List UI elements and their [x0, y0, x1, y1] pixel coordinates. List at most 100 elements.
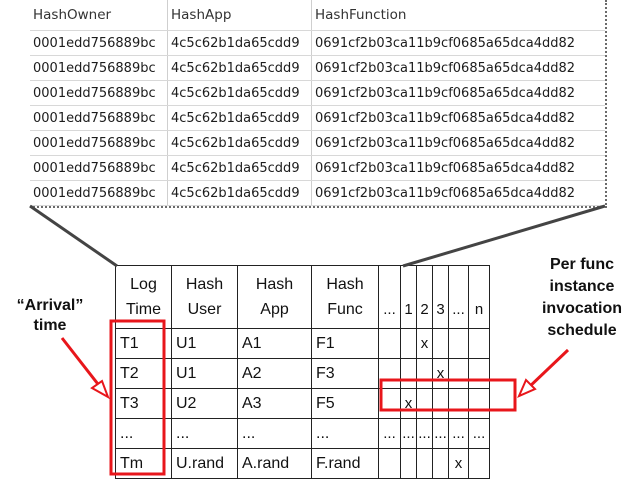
cell-time: T3 — [115, 388, 172, 419]
cell-hash-app: 4c5c62b1da65cdd9 — [167, 180, 312, 206]
schedule-arrow — [517, 348, 570, 398]
cell-dots — [378, 328, 401, 359]
cell-user: U1 — [171, 328, 238, 359]
cell-hash-app: 4c5c62b1da65cdd9 — [167, 80, 312, 106]
cell-hash-owner: 0001edd756889bc — [30, 30, 168, 56]
cell-instance-2: ... — [416, 418, 433, 449]
schedule-row: ... ... ... ... ... ... ... ... ... ... — [115, 418, 490, 449]
cell-dots: ... — [378, 418, 401, 449]
cell-user: ... — [171, 418, 238, 449]
cell-dots — [378, 388, 401, 419]
cell-instance-dots — [448, 358, 469, 389]
header-hash-owner: HashOwner — [30, 0, 168, 31]
cell-instance-dots: x — [448, 448, 469, 479]
cell-instance-3 — [432, 448, 449, 479]
schedule-row: T3 U2 A3 F5 x — [115, 388, 490, 419]
cell-time: ... — [115, 418, 172, 449]
cell-instance-1: x — [400, 388, 417, 419]
cell-hash-function: 0691cf2b03ca11b9cf0685a65dca4dd82 — [311, 80, 605, 106]
cell-instance-n — [468, 328, 490, 359]
cell-dots — [378, 358, 401, 389]
per-func-schedule-label: Per func instance invocation schedule — [541, 256, 622, 339]
cell-instance-1 — [400, 358, 417, 389]
header-instance-2: 2 — [416, 265, 433, 329]
cell-instance-dots: ... — [448, 418, 469, 449]
cell-hash-owner: 0001edd756889bc — [30, 55, 168, 81]
arrival-arrow — [60, 337, 110, 400]
cell-app: A2 — [237, 358, 312, 389]
cell-instance-1 — [400, 328, 417, 359]
cell-hash-app: 4c5c62b1da65cdd9 — [167, 30, 312, 56]
header-instance-1: 1 — [400, 265, 417, 329]
cell-hash-function: 0691cf2b03ca11b9cf0685a65dca4dd82 — [311, 155, 605, 181]
cell-instance-n — [468, 388, 490, 419]
cell-hash-app: 4c5c62b1da65cdd9 — [167, 130, 312, 156]
cell-func: F3 — [311, 358, 379, 389]
spreadsheet-row: 0001edd756889bc 4c5c62b1da65cdd9 0691cf2… — [30, 55, 605, 81]
cell-instance-1: ... — [400, 418, 417, 449]
schedule-row: Tm U.rand A.rand F.rand x — [115, 448, 490, 479]
schedule-row: T1 U1 A1 F1 x — [115, 328, 490, 359]
spreadsheet-header-row: HashOwner HashApp HashFunction — [30, 0, 605, 31]
cell-instance-3: ... — [432, 418, 449, 449]
cell-hash-function: 0691cf2b03ca11b9cf0685a65dca4dd82 — [311, 55, 605, 81]
cell-time: T1 — [115, 328, 172, 359]
cell-instance-2 — [416, 448, 433, 479]
cell-instance-3: x — [432, 358, 449, 389]
cell-instance-2 — [416, 358, 433, 389]
cell-instance-dots — [448, 328, 469, 359]
cell-hash-app: 4c5c62b1da65cdd9 — [167, 105, 312, 131]
spreadsheet-row: 0001edd756889bc 4c5c62b1da65cdd9 0691cf2… — [30, 155, 605, 181]
cell-hash-app: 4c5c62b1da65cdd9 — [167, 155, 312, 181]
cell-user: U1 — [171, 358, 238, 389]
cell-hash-owner: 0001edd756889bc — [30, 155, 168, 181]
cell-user: U2 — [171, 388, 238, 419]
header-dots: ... — [378, 265, 401, 329]
cell-dots — [378, 448, 401, 479]
cell-hash-owner: 0001edd756889bc — [30, 130, 168, 156]
spreadsheet-row: 0001edd756889bc 4c5c62b1da65cdd9 0691cf2… — [30, 80, 605, 106]
spreadsheet-row: 0001edd756889bc 4c5c62b1da65cdd9 0691cf2… — [30, 130, 605, 156]
header-instance-n: n — [468, 265, 490, 329]
cell-instance-3 — [432, 388, 449, 419]
cell-app: ... — [237, 418, 312, 449]
cell-time: Tm — [115, 448, 172, 479]
header-instance-3: 3 — [432, 265, 449, 329]
spreadsheet-row: 0001edd756889bc 4c5c62b1da65cdd9 0691cf2… — [30, 105, 605, 131]
header-instance-dots: ... — [448, 265, 469, 329]
header-hash-function: HashFunction — [311, 0, 605, 31]
zoom-connector-left — [29, 204, 118, 268]
cell-instance-n: ... — [468, 418, 490, 449]
header-hash-app: HashApp — [167, 0, 312, 31]
trace-spreadsheet: HashOwner HashApp HashFunction 0001edd75… — [30, 0, 607, 208]
schedule-row: T2 U1 A2 F3 x — [115, 358, 490, 389]
cell-func: F.rand — [311, 448, 379, 479]
cell-hash-app: 4c5c62b1da65cdd9 — [167, 55, 312, 81]
cell-instance-2: x — [416, 328, 433, 359]
cell-instance-1 — [400, 448, 417, 479]
cell-hash-function: 0691cf2b03ca11b9cf0685a65dca4dd82 — [311, 180, 605, 206]
cell-instance-n — [468, 358, 490, 389]
cell-instance-dots — [448, 388, 469, 419]
cell-instance-n — [468, 448, 490, 479]
cell-app: A1 — [237, 328, 312, 359]
cell-instance-2 — [416, 388, 433, 419]
cell-hash-owner: 0001edd756889bc — [30, 105, 168, 131]
cell-instance-3 — [432, 328, 449, 359]
cell-hash-function: 0691cf2b03ca11b9cf0685a65dca4dd82 — [311, 130, 605, 156]
cell-hash-owner: 0001edd756889bc — [30, 80, 168, 106]
cell-hash-function: 0691cf2b03ca11b9cf0685a65dca4dd82 — [311, 105, 605, 131]
cell-hash-function: 0691cf2b03ca11b9cf0685a65dca4dd82 — [311, 30, 605, 56]
cell-hash-owner: 0001edd756889bc — [30, 180, 168, 206]
cell-func: ... — [311, 418, 379, 449]
cell-app: A.rand — [237, 448, 312, 479]
spreadsheet-row: 0001edd756889bc 4c5c62b1da65cdd9 0691cf2… — [30, 30, 605, 56]
cell-app: A3 — [237, 388, 312, 419]
cell-func: F5 — [311, 388, 379, 419]
